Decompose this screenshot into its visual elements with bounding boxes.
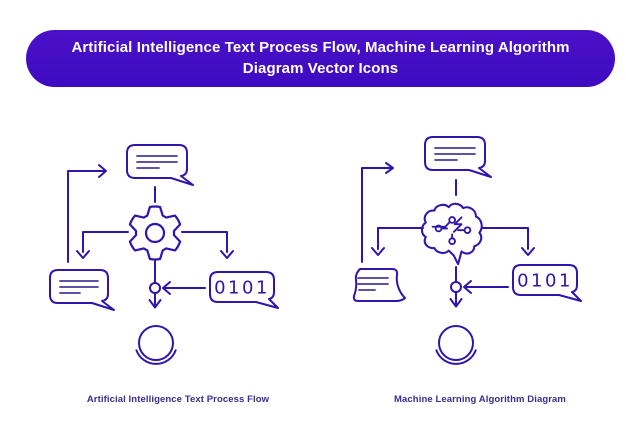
junction-down-arrow [449, 292, 463, 308]
speech-bubble-icon [49, 269, 115, 311]
binary-label: 0101 [214, 278, 270, 299]
speech-bubble-icon [424, 136, 492, 178]
ai-brain-icon [420, 202, 483, 266]
branch-arrow-left [76, 231, 129, 259]
branch-arrow-left [371, 227, 424, 256]
binary-label: 0101 [517, 271, 573, 292]
loop-arrow [361, 162, 394, 263]
junction-node [450, 281, 462, 293]
branch-arrow-right [482, 227, 535, 256]
speech-bubble-icon [126, 144, 194, 186]
binary-to-junction-arrow [162, 281, 206, 295]
banner-title: Artificial Intelligence Text Process Flo… [71, 38, 570, 77]
document-icon [352, 268, 406, 302]
gear-icon [128, 205, 182, 261]
binary-code-bubble-icon: 0101 [209, 271, 279, 309]
caption-ml-algorithm-diagram: Machine Learning Algorithm Diagram [394, 394, 566, 405]
title-banner: Artificial Intelligence Text Process Flo… [26, 30, 615, 87]
branch-arrow-right [181, 231, 234, 259]
diagram-ml-algorithm: 0101 [352, 136, 582, 365]
loop-arrow [67, 164, 107, 263]
binary-to-junction-arrow [463, 280, 509, 294]
binary-code-bubble-icon: 0101 [512, 264, 582, 302]
junction-node [149, 282, 161, 294]
junction-down-arrow [148, 293, 162, 309]
output-circle-icon [435, 325, 477, 365]
caption-ai-text-process-flow: Artificial Intelligence Text Process Flo… [86, 394, 270, 405]
output-circle-icon [135, 325, 177, 365]
diagram-ai-text-process-flow: 0101 [49, 144, 279, 365]
